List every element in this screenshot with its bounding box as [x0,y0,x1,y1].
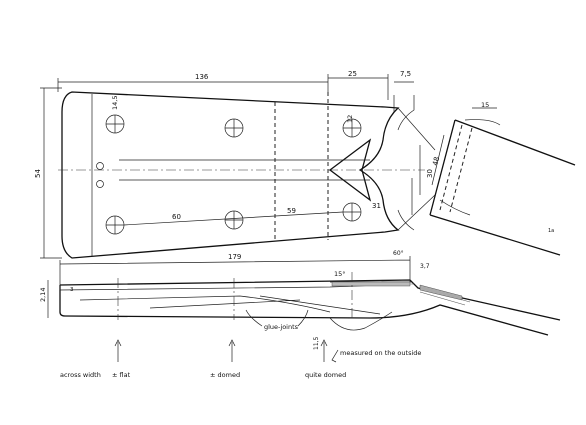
arrow-quite-domed [320,339,328,362]
height-dimension-line [40,87,62,259]
corner-note: 1a [548,228,554,234]
glue-joints-leader [245,309,309,327]
side-view-dome-curve [329,311,393,331]
top-dimension-line [57,74,414,100]
label-quite-domed: quite domed [305,371,346,379]
dim-top-length: 136 [195,73,209,81]
top-view-joint-lines [397,107,436,231]
measured-outside-leader [331,349,339,363]
side-view-end-block [419,284,463,301]
dim-width-60: 60 [172,213,181,221]
detail-outline [429,119,576,256]
top-view-ear-top [393,95,415,131]
top-view-v-notch [328,138,372,202]
dim-height: 54 [34,169,42,178]
side-view-glued-block [331,281,411,287]
arrow-domed [228,339,236,362]
detail-view: 48 15 1a [429,101,576,256]
dim-width-30: 30 [426,169,434,178]
dim-top-headstock: 25 [348,70,357,78]
top-view-holes [96,114,370,235]
label-flat: ± flat [112,371,131,379]
top-view-ear-bottom [397,209,415,231]
dim-detail-15: 15 [481,101,489,109]
dim-side-angle-right: 60° [393,250,404,257]
dim-side-small: 3,7 [420,263,430,270]
dim-side-thin: 3 [70,287,74,293]
dim-width-59: 59 [287,207,296,215]
side-view-center-marks [117,272,353,320]
small-hole [96,180,104,188]
top-view-outline [61,91,400,259]
detail-dashed [439,124,473,213]
label-domed: ± domed [210,371,240,379]
dim-width-31: 31 [372,202,381,210]
dim-hole-dia-right: 12 [346,115,354,123]
dim-side-arrow-small: 11,5 [313,336,320,350]
dim-hole-dia-top: 14,5 [111,96,119,110]
dim-top-offset: 7,5 [400,70,411,78]
arrow-flat [114,339,122,362]
side-view: 179 15° 60° 3,7 2,14 3 11,5 [39,250,561,350]
dim-side-length: 179 [228,253,241,261]
label-glue-joints: glue-joints [264,323,299,331]
side-length-dimension-line [59,256,411,290]
label-measured-outside: measured on the outside [340,349,421,357]
annotations: glue-joints across width ± flat ± domed … [60,309,421,379]
top-view: 136 25 7,5 54 14,5 12 60 59 31 30 [34,70,436,259]
dim-side-angle: 15° [334,270,346,278]
dim-side-thickness: 2,14 [39,288,47,302]
small-hole [96,162,104,170]
dim-detail-48: 48 [431,156,441,167]
label-across-width: across width [60,371,101,379]
detail-dim-lines [431,107,497,186]
side-view-glue-lines [79,295,381,315]
